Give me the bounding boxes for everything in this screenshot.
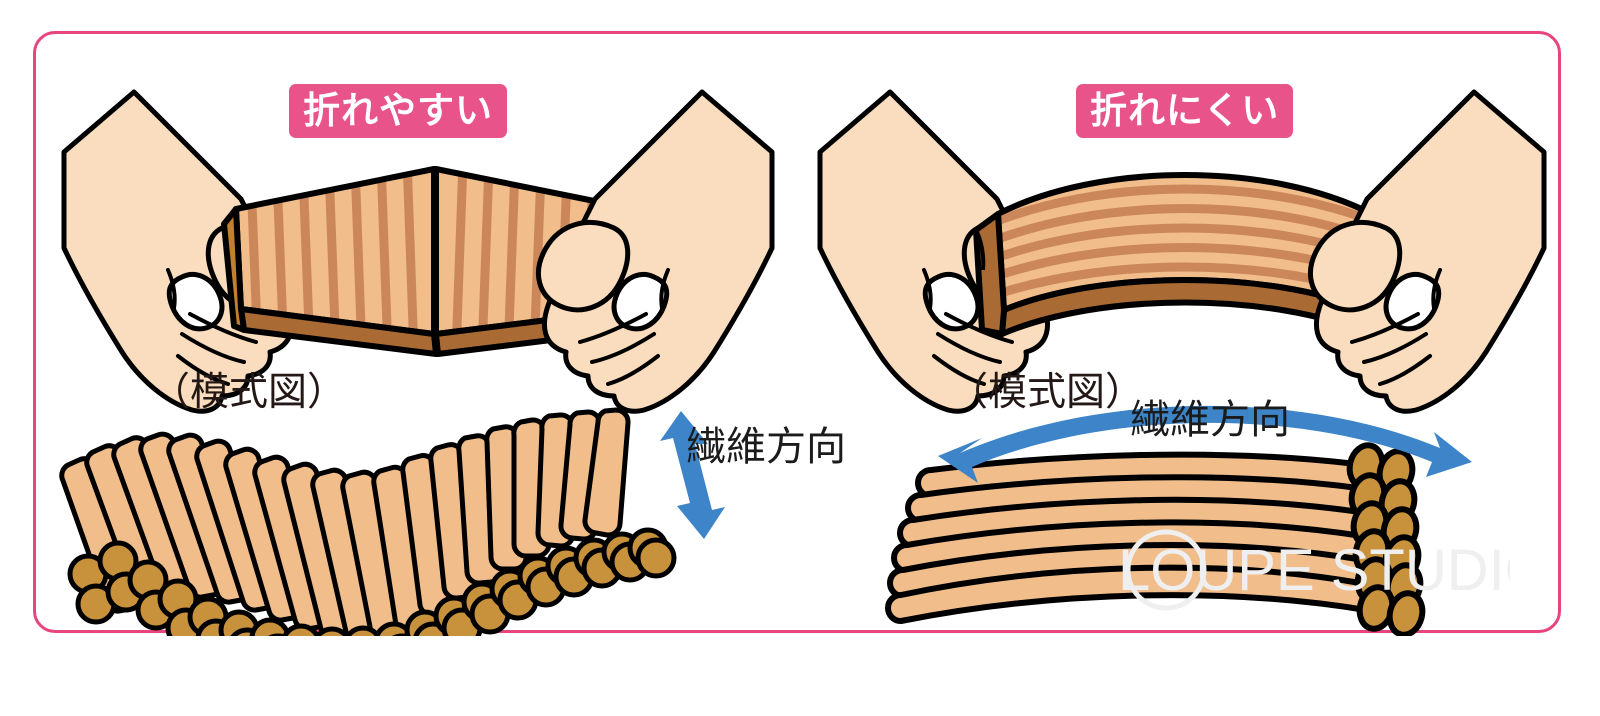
- fiber-direction-label-right: 繊維方向: [1130, 397, 1290, 443]
- panel-easy-to-break: 折れやすい （模式図） 繊維方向: [36, 34, 846, 636]
- flexed-board: [973, 172, 1397, 337]
- panel-hard-to-break: 折れにくい （模式図） 繊維方向: [800, 34, 1564, 636]
- left-fiber-schematic: [59, 407, 677, 636]
- right-hand-illustration: [536, 89, 775, 414]
- left-hand-illustration: [61, 89, 300, 414]
- right-hand-illustration-right-panel: [1308, 89, 1547, 414]
- badge-easy-to-break: 折れやすい: [289, 84, 507, 138]
- figure-frame: 折れやすい （模式図） 繊維方向: [33, 31, 1564, 636]
- broken-board-right-half: [433, 166, 649, 357]
- broken-board-left-half: [221, 166, 439, 357]
- right-fiber-schematic: [885, 442, 1426, 636]
- schematic-label-right: （模式図）: [949, 370, 1145, 415]
- badge-hard-to-break: 折れにくい: [1076, 84, 1294, 138]
- schematic-label-left: （模式図）: [151, 370, 347, 415]
- left-hand-illustration-right-panel: [817, 89, 1056, 414]
- fiber-direction-label-left: 繊維方向: [686, 424, 846, 470]
